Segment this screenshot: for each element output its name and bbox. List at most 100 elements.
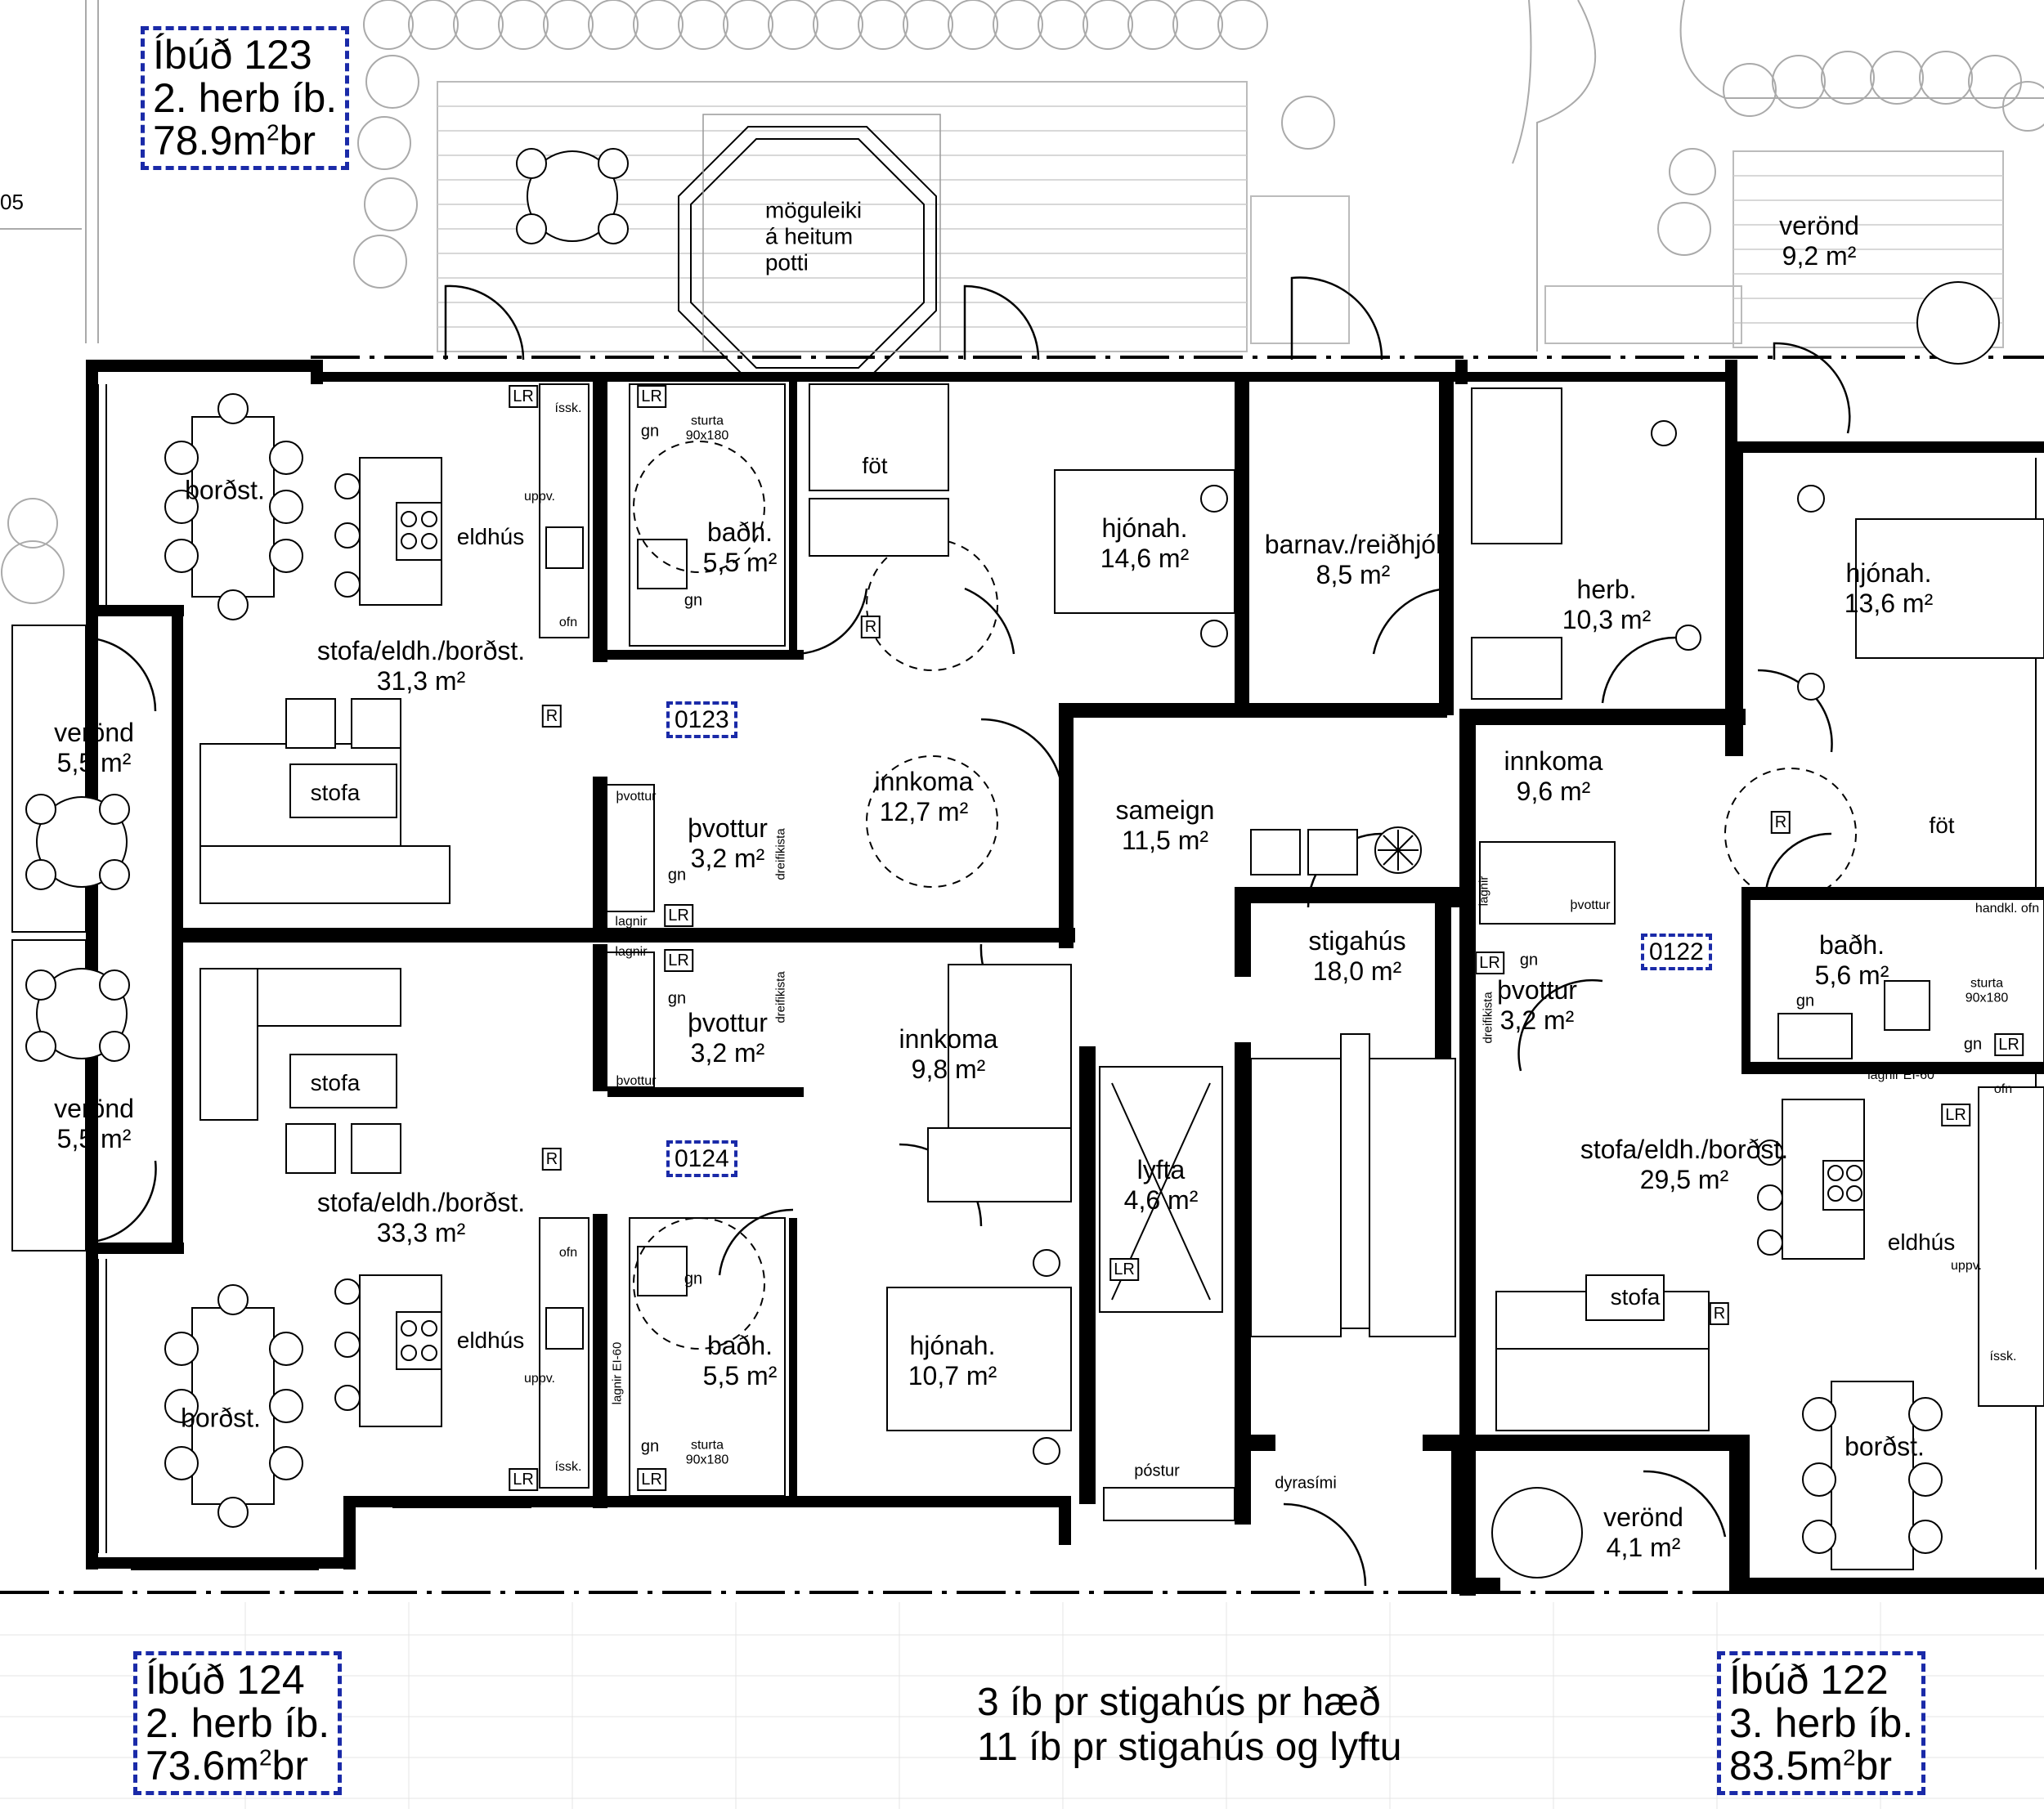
door-swings-dashed [633, 441, 1857, 1350]
ventilation-marker: LR [664, 904, 693, 927]
ventilation-marker: LR [1475, 952, 1504, 974]
room-label: hjónah.14,6 m² [1100, 513, 1190, 573]
floor-drain-label: gn [667, 866, 687, 884]
apartment-box-123: Íbúð 123 2. herb íb. 78.9m2br [141, 26, 350, 170]
apartment-code-124: 0124 [666, 1140, 737, 1177]
intercom-label: dyrasími [1275, 1474, 1337, 1493]
room-label: stofa/eldh./borðst.33,3 m² [316, 1188, 526, 1247]
summary-line-2: 11 íb pr stigahús og lyftu [977, 1726, 1402, 1770]
radiator-marker: R [1770, 811, 1791, 834]
mailbox-label: póstur [1134, 1462, 1180, 1480]
room-label: baðh.5,5 m² [702, 517, 778, 577]
ventilation-marker: LR [1994, 1033, 2024, 1056]
radiator-marker: R [1709, 1302, 1730, 1325]
apartment-area: 78.9m [153, 118, 267, 163]
pipes-label: lagnir EI-60 [1867, 1068, 1934, 1082]
apartment-area-unit: br [1855, 1743, 1893, 1789]
furniture [11, 148, 2044, 1578]
apartment-area: 73.6m [146, 1743, 259, 1789]
fridge-label: íssk. [554, 401, 582, 415]
laundry-fixture-label: þvottur [616, 1073, 657, 1088]
radiator-marker: R [860, 616, 881, 638]
tree-row-top [363, 0, 1268, 50]
tree-cluster-right [1281, 51, 2044, 256]
apartment-area: 83.5m [1729, 1743, 1843, 1789]
property-line [0, 356, 2044, 1594]
living-label: stofa [310, 1069, 361, 1095]
dishwasher-label: uppv. [524, 1371, 555, 1386]
kitchen-label: eldhús [456, 523, 525, 549]
ventilation-marker: LR [637, 1468, 666, 1491]
ventilation-marker: LR [1941, 1104, 1970, 1126]
distribution-box-label: dreifikista [773, 828, 788, 880]
pipes-label: lagnir EI-60 [610, 1341, 625, 1405]
dining-label: borðst. [181, 1403, 261, 1433]
floor-drain-label: gn [667, 989, 687, 1008]
apartment-name: Íbúð 122 [1729, 1657, 1889, 1703]
kitchen-label: eldhús [1887, 1229, 1956, 1255]
pipes-label: lagnir [1477, 875, 1491, 907]
floor-drain-label: gn [640, 1437, 660, 1456]
pipes-label: lagnir [615, 914, 648, 929]
dining-label: borðst. [1845, 1431, 1925, 1462]
room-label: hjónah.13,6 m² [1844, 558, 1934, 618]
apartment-code-123: 0123 [666, 701, 737, 738]
room-label: hjónah.10,7 m² [908, 1331, 997, 1390]
apartment-type: 3. herb íb. [1729, 1699, 1914, 1746]
room-label: stofa/eldh./borðst.29,5 m² [1580, 1135, 1789, 1194]
floor-drain-label: gn [1519, 951, 1539, 969]
dishwasher-label: uppv. [1951, 1258, 1982, 1273]
radiator-marker: R [541, 705, 563, 728]
floor-drain-label: gn [640, 422, 660, 441]
floor-drain-label: gn [684, 1269, 703, 1288]
floor-drain-label: gn [1963, 1035, 1983, 1054]
living-label: stofa [1610, 1283, 1661, 1310]
oven-label: ofn [1993, 1081, 2013, 1096]
room-label: stofa/eldh./borðst.31,3 m² [316, 636, 526, 696]
distribution-box-label: dreifikista [1481, 992, 1495, 1044]
room-label: herb.10,3 m² [1562, 575, 1652, 634]
living-label: stofa [310, 779, 361, 805]
apartment-area-unit: br [271, 1743, 309, 1789]
apartment-box-124: Íbúð 124 2. herb íb. 73.6m2br [133, 1651, 343, 1795]
apartment-area-unit: br [279, 118, 316, 163]
room-label: baðh.5,5 m² [702, 1331, 778, 1390]
summary-text: 3 íb pr stigahús pr hæð 11 íb pr stigahú… [977, 1680, 1401, 1770]
apartment-type: 2. herb íb. [146, 1699, 330, 1746]
distribution-box-label: dreifikista [773, 971, 788, 1023]
closet-label: föt [862, 452, 888, 478]
apartment-code-122: 0122 [1641, 934, 1712, 970]
closet-label: föt [1929, 812, 1955, 838]
summary-line-1: 3 íb pr stigahús pr hæð [977, 1681, 1381, 1724]
pipes-label: lagnir [615, 944, 648, 959]
ventilation-marker: LR [509, 385, 538, 408]
oven-label: ofn [558, 1245, 578, 1260]
area-superscript: 2 [266, 119, 280, 146]
dishwasher-label: uppv. [524, 489, 555, 504]
ventilation-marker: LR [509, 1468, 538, 1491]
fridge-label: íssk. [1989, 1349, 2017, 1363]
pipes-label: lagnir EI-60 [591, 479, 606, 543]
plant-icon [1374, 826, 1422, 874]
bath-fixtures [604, 383, 786, 1497]
apartment-box-122: Íbúð 122 3. herb íb. 83.5m2br [1717, 1651, 1926, 1795]
floor-drain-label: gn [684, 591, 703, 610]
door-swings [81, 276, 1851, 1587]
